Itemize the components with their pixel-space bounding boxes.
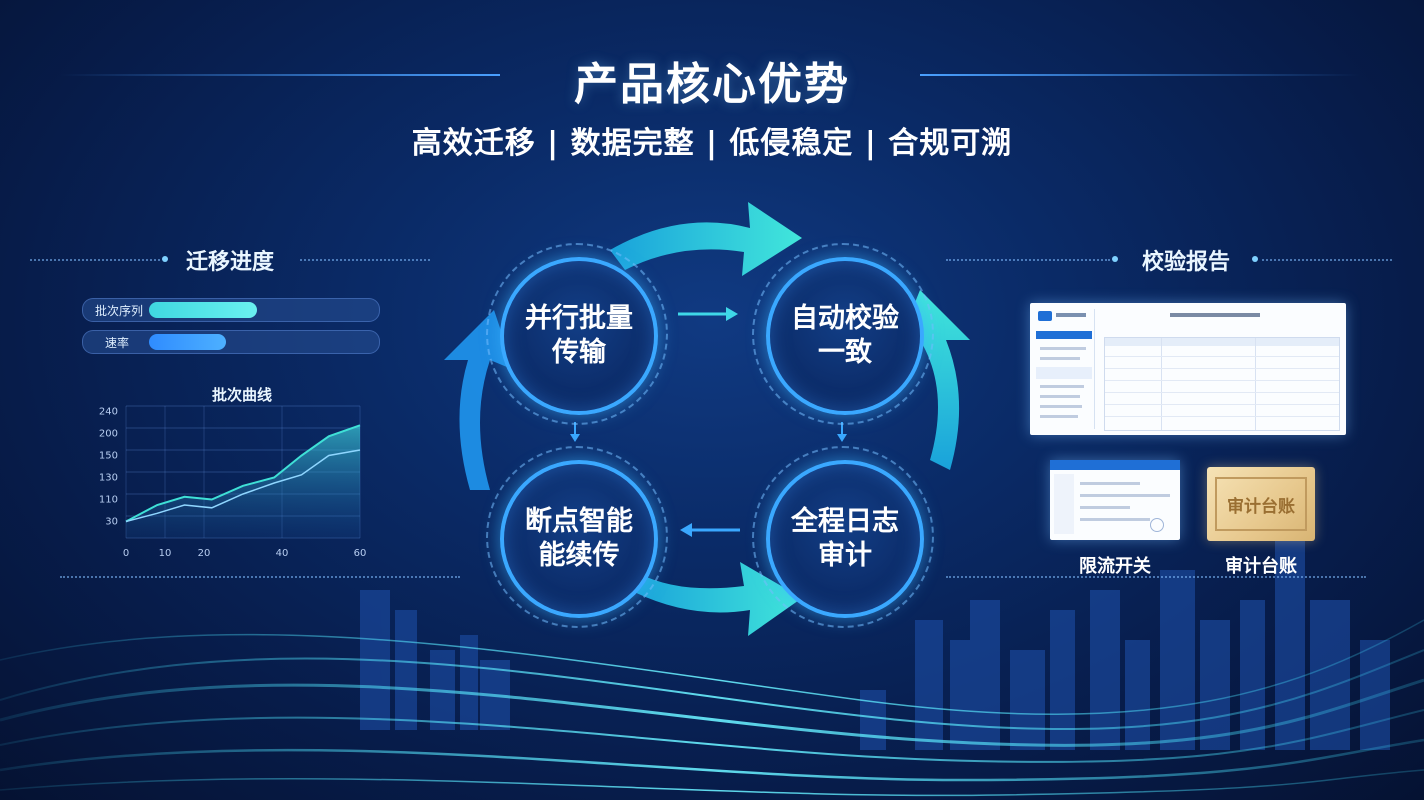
throttle-card-sidebar: [1054, 474, 1074, 534]
chart-title: 批次曲线: [212, 386, 273, 404]
light-waves: [0, 619, 1424, 797]
node-ring-1: [486, 243, 668, 425]
inner-arrow-down-left-head: [570, 434, 580, 442]
node-resume-transfer: 断点智能 能续传: [500, 460, 658, 618]
throttle-stamp-icon: [1150, 518, 1164, 532]
report-sidebar: [1036, 309, 1095, 429]
node-audit-log: 全程日志 审计: [766, 460, 924, 618]
y-tick-3: 150: [99, 451, 118, 462]
series-1-area: [126, 425, 360, 538]
throttle-switch-card: [1050, 460, 1180, 540]
x-tick-3: 40: [276, 548, 289, 559]
right-section-dot-left: [1112, 256, 1118, 262]
progress-rate-label: 速率: [105, 336, 130, 350]
inner-arrow-right-head: [726, 307, 738, 321]
right-section-divider-right: [1262, 259, 1392, 261]
page-title: 产品核心优势: [574, 59, 850, 110]
title-deco-left: [60, 74, 500, 76]
migration-progress-label: 迁移进度: [186, 250, 275, 275]
progress-batch-fill: [149, 302, 257, 318]
y-tick-5: 240: [99, 407, 118, 418]
verify-report-label: 校验报告: [1142, 250, 1231, 275]
report-header-bar: [1170, 313, 1260, 317]
page-subtitle: 高效迁移 | 数据完整 | 低侵稳定 | 合规可溯: [411, 126, 1013, 161]
progress-rate-track: 速率: [82, 330, 380, 354]
x-tick-2: 20: [198, 548, 211, 559]
right-bottom-divider: [946, 576, 1366, 578]
bottom-arrow: [630, 562, 802, 636]
node-ring-2: [752, 243, 934, 425]
left-section-dot: [162, 256, 168, 262]
node-audit-log-label: 全程日志 审计: [791, 506, 899, 571]
y-tick-0: 30: [105, 517, 118, 528]
node-ring-4: [486, 446, 668, 628]
x-tick-1: 10: [159, 548, 172, 559]
report-table: [1104, 337, 1340, 431]
right-section-divider-left: [946, 259, 1110, 261]
batch-curve-chart: 30 110 130 150 200 240 0 10 20 40 60: [99, 405, 367, 559]
progress-batch-label: 批次序列: [95, 304, 144, 318]
node-parallel-transfer-label: 并行批量 传输: [525, 303, 633, 368]
node-auto-verify: 自动校验 一致: [766, 257, 924, 415]
right-section-dot-right: [1252, 256, 1258, 262]
series-1-line: [125, 424, 361, 523]
audit-ledger-card-inner: 审计台账: [1215, 477, 1307, 531]
node-parallel-transfer: 并行批量 传输: [500, 257, 658, 415]
x-tick-0: 0: [123, 548, 129, 559]
inner-arrow-down-right-head: [837, 434, 847, 442]
throttle-card-header: [1050, 460, 1180, 470]
verify-report-card: [1030, 303, 1346, 435]
audit-ledger-card: 审计台账: [1207, 467, 1315, 541]
progress-batch-track: 批次序列: [82, 298, 380, 322]
node-auto-verify-label: 自动校验 一致: [791, 303, 899, 368]
y-tick-1: 110: [99, 495, 118, 506]
throttle-switch-label: 限流开关: [1079, 556, 1151, 577]
audit-ledger-label: 审计台账: [1225, 556, 1297, 577]
node-ring-3: [752, 446, 934, 628]
top-arrow: [610, 202, 802, 276]
left-section-divider-right: [300, 259, 430, 261]
node-resume-transfer-label: 断点智能 能续传: [525, 506, 633, 571]
y-tick-4: 200: [99, 429, 118, 440]
series-2-line: [125, 449, 361, 523]
inner-arrow-left-head: [680, 523, 692, 537]
x-tick-4: 60: [354, 548, 367, 559]
y-tick-2: 130: [99, 473, 118, 484]
left-section-divider-left: [30, 259, 160, 261]
left-bottom-divider: [60, 576, 460, 578]
progress-rate-fill: [149, 334, 226, 350]
